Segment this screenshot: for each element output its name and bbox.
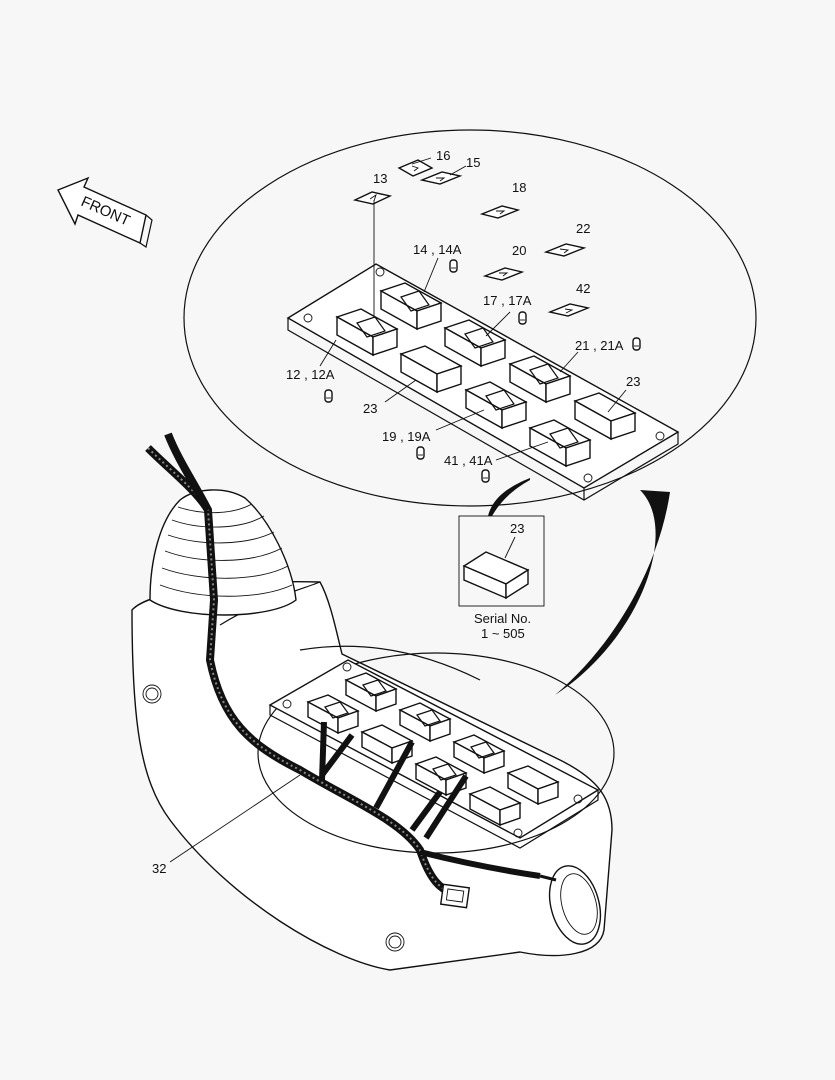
callout-17-17a: 17 , 17A — [483, 293, 532, 308]
callout-14-14a: 14 , 14A — [413, 242, 462, 257]
callout-23: 23 — [363, 401, 377, 416]
callout-23-inset: 23 — [510, 521, 524, 536]
callout-20: 20 — [512, 243, 526, 258]
blank-cover — [360, 724, 414, 765]
callout-22: 22 — [576, 221, 590, 236]
blank-cover — [468, 786, 522, 827]
callout-41-41a: 41 , 41A — [444, 453, 493, 468]
callout-32: 32 — [152, 861, 166, 876]
bulb-icon — [449, 259, 458, 273]
bulb-icon — [632, 337, 641, 351]
symbol-label — [419, 171, 463, 185]
callout-12-12a: 12 , 12A — [286, 367, 335, 382]
symbol-label — [482, 267, 525, 281]
wiring-harness — [145, 432, 557, 909]
joystick-boot — [149, 489, 297, 616]
switch-panel-plate — [286, 263, 680, 501]
bulb-icon — [518, 311, 527, 325]
symbol-label — [547, 303, 591, 317]
rocker-switch — [379, 282, 443, 331]
leader-lines — [319, 157, 627, 461]
blank-cover — [506, 765, 560, 806]
callout-18: 18 — [512, 180, 526, 195]
console-housing — [131, 581, 613, 971]
bulb-icon — [324, 389, 333, 403]
detail-view-ellipse — [183, 129, 757, 507]
blank-cover — [573, 392, 637, 441]
rocker-switch — [443, 319, 507, 368]
serial-title: Serial No. — [474, 611, 531, 626]
bulb-icon — [481, 469, 490, 483]
serial-inset: 23 Serial No. 1 ~ 505 — [458, 515, 545, 641]
front-arrow: FRONT — [57, 176, 153, 248]
rocker-switch — [508, 355, 572, 404]
callout-13: 13 — [373, 171, 387, 186]
leader-32 — [169, 774, 301, 863]
callout-15: 15 — [466, 155, 480, 170]
blank-cover — [399, 345, 463, 394]
rocker-switch — [464, 381, 528, 430]
callout-23: 23 — [626, 374, 640, 389]
inset-connector — [488, 478, 530, 516]
rocker-switch — [414, 756, 468, 797]
rocker-switch — [335, 308, 399, 357]
symbol-label — [479, 205, 521, 219]
rocker-switch — [306, 694, 360, 735]
callout-16: 16 — [436, 148, 450, 163]
rocker-switch — [398, 702, 452, 743]
rocker-switch — [452, 734, 506, 775]
callout-42: 42 — [576, 281, 590, 296]
callout-21-21a: 21 , 21A — [575, 338, 624, 353]
symbol-label — [543, 243, 587, 257]
symbol-label — [397, 159, 434, 177]
detail-connector — [555, 490, 670, 695]
serial-range: 1 ~ 505 — [481, 626, 525, 641]
callout-19-19a: 19 , 19A — [382, 429, 431, 444]
rocker-switch — [344, 672, 398, 713]
rocker-switch — [528, 419, 592, 468]
bulb-icon — [416, 446, 425, 460]
symbol-label — [352, 191, 393, 205]
